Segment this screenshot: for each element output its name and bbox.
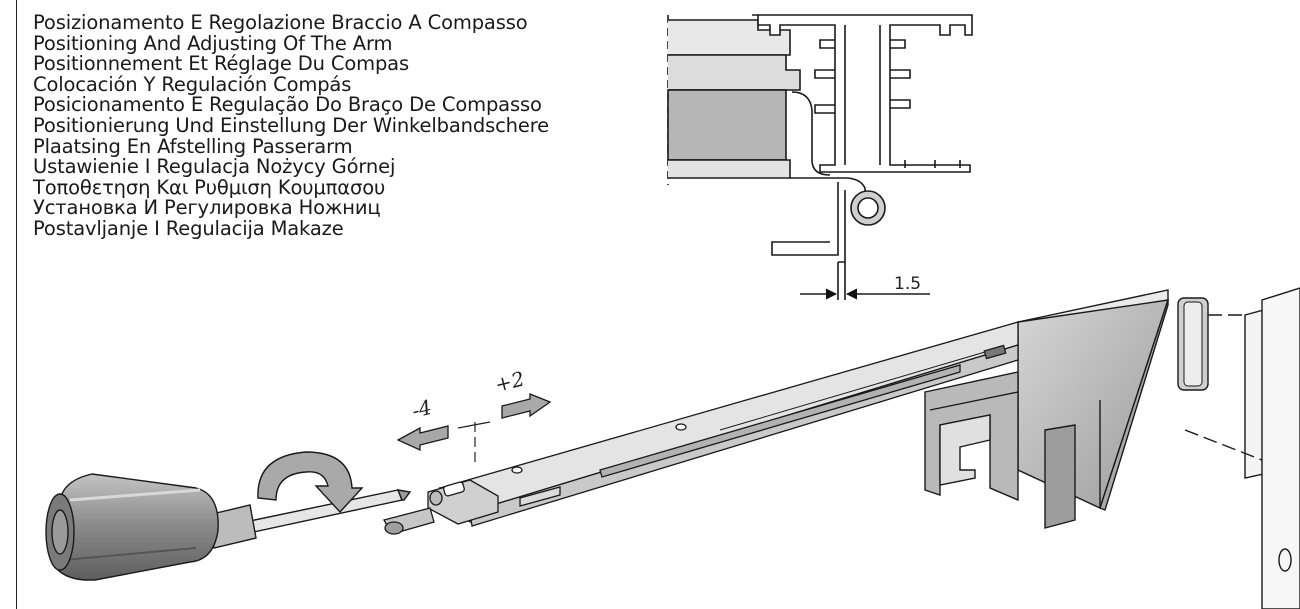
title-sr: Postavljanje I Regulacija Makaze (33, 216, 344, 240)
title-ru: Установка И Регулировка Ножниц (33, 196, 381, 220)
arrow-right-icon (501, 393, 552, 419)
title-es: Colocación Y Regulación Compás (33, 72, 352, 96)
title-el: Τοποθετηση Και Ρυθμιση Κουμπασου (33, 175, 386, 199)
title-de: Positionierung Und Einstellung Der Winke… (33, 113, 549, 137)
screwdriver-icon (45, 473, 412, 581)
title-pt: Posicionamento E Regulação Do Braço De C… (33, 93, 542, 117)
profile-cross-section (667, 14, 973, 300)
title-pl: Ustawienie I Regulacja Nożycy Górnej (33, 155, 396, 179)
frame-profile (1177, 287, 1300, 609)
hinge-housing (924, 289, 1170, 529)
title-fr: Positionnement Et Réglage Du Compas (33, 52, 409, 76)
adjustment-carriage (383, 479, 499, 535)
adjust-plus-label: +2 (492, 366, 526, 396)
adjust-minus-label: -4 (409, 395, 434, 423)
rotation-arrow-icon (257, 451, 364, 514)
compass-arm (437, 321, 1019, 527)
multilingual-title-list: Posizionamento E Regolazione Braccio A C… (33, 11, 549, 240)
left-margin-rule (16, 0, 17, 609)
arrow-left-icon (396, 425, 449, 452)
adjustment-indicator (396, 393, 552, 466)
title-nl: Plaatsing En Afstelling Passerarm (33, 134, 353, 158)
dimension-label: 1.5 (894, 274, 921, 294)
title-it: Posizionamento E Regolazione Braccio A C… (33, 11, 528, 34)
title-en: Positioning And Adjusting Of The Arm (33, 31, 393, 55)
